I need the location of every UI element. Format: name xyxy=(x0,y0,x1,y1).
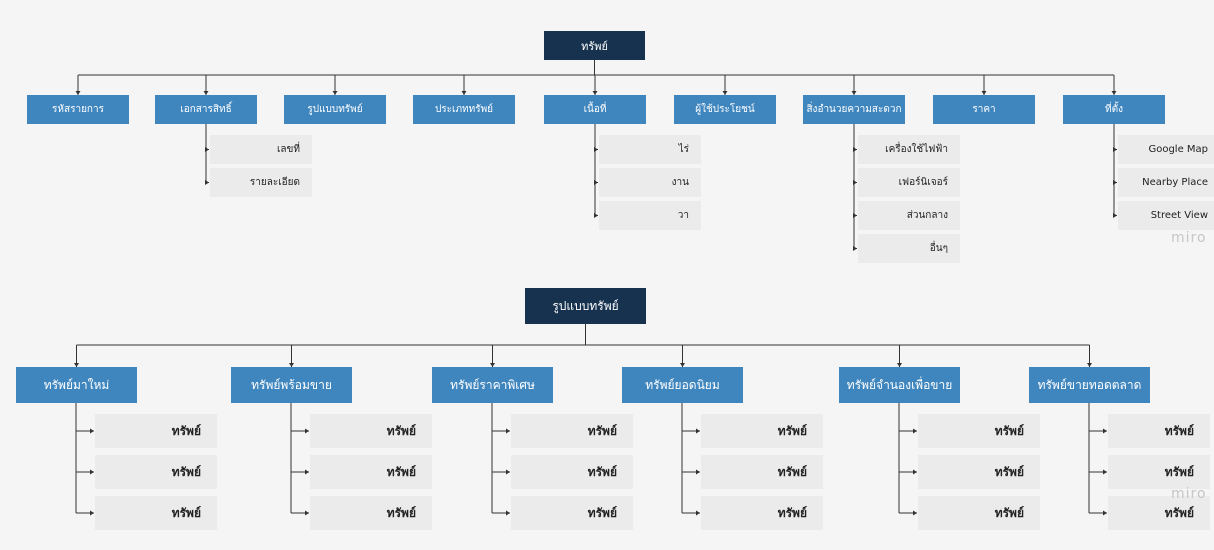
category-node[interactable]: เอกสารสิทธิ์ xyxy=(155,95,257,124)
arrowhead xyxy=(506,428,510,434)
category-node[interactable]: สิ่งอำนวยความสะดวก xyxy=(803,95,905,124)
category-node[interactable]: ผู้ใช้ประโยชน์ xyxy=(674,95,776,124)
leaf-node[interactable]: Google Map xyxy=(1118,135,1214,164)
leaf-node[interactable]: ทรัพย์ xyxy=(1108,414,1210,448)
arrowhead xyxy=(594,213,598,218)
leaf-node[interactable]: ทรัพย์ xyxy=(1108,496,1210,530)
leaf-node[interactable]: รายละเอียด xyxy=(210,168,312,197)
arrowhead xyxy=(506,510,510,516)
leaf-node[interactable]: ทรัพย์ xyxy=(95,455,217,489)
arrowhead xyxy=(1113,147,1117,152)
arrowhead xyxy=(205,180,209,185)
arrowhead xyxy=(897,363,902,367)
arrowhead xyxy=(696,428,700,434)
leaf-node[interactable]: เฟอร์นิเจอร์ xyxy=(858,168,960,197)
category-node[interactable]: ทรัพย์ขายทอดตลาด xyxy=(1029,367,1150,403)
arrowhead xyxy=(1103,469,1107,475)
arrowhead xyxy=(1111,91,1117,95)
arrowhead xyxy=(74,363,79,367)
category-node[interactable]: ทรัพย์ยอดนิยม xyxy=(622,367,743,403)
leaf-node[interactable]: ส่วนกลาง xyxy=(858,201,960,230)
arrowhead xyxy=(680,363,685,367)
leaf-node[interactable]: ทรัพย์ xyxy=(310,455,432,489)
arrowhead xyxy=(1113,180,1117,185)
category-node[interactable]: ทรัพย์ราคาพิเศษ xyxy=(432,367,553,403)
arrowhead xyxy=(853,147,857,152)
category-node[interactable]: รูปแบบทรัพย์ xyxy=(284,95,386,124)
leaf-node[interactable]: ทรัพย์ xyxy=(1108,455,1210,489)
category-node[interactable]: ราคา xyxy=(933,95,1035,124)
arrowhead xyxy=(913,428,917,434)
arrowhead xyxy=(461,91,467,95)
leaf-node[interactable]: Street View xyxy=(1118,201,1214,230)
category-node[interactable]: เนื้อที่ xyxy=(544,95,646,124)
category-node[interactable]: ประเภททรัพย์ xyxy=(413,95,515,124)
arrowhead xyxy=(305,510,309,516)
leaf-node[interactable]: ทรัพย์ xyxy=(701,496,823,530)
leaf-node[interactable]: วา xyxy=(599,201,701,230)
leaf-node[interactable]: ทรัพย์ xyxy=(511,455,633,489)
leaf-node[interactable]: ทรัพย์ xyxy=(918,414,1040,448)
category-node[interactable]: ทรัพย์จำนองเพื่อขาย xyxy=(839,367,960,403)
arrowhead xyxy=(305,469,309,475)
arrowhead xyxy=(203,91,209,95)
leaf-node[interactable]: ทรัพย์ xyxy=(701,455,823,489)
leaf-node[interactable]: เลขที่ xyxy=(210,135,312,164)
leaf-node[interactable]: ทรัพย์ xyxy=(95,414,217,448)
arrowhead xyxy=(305,428,309,434)
arrowhead xyxy=(696,510,700,516)
category-node[interactable]: ทรัพย์มาใหม่ xyxy=(16,367,137,403)
root-node[interactable]: รูปแบบทรัพย์ xyxy=(525,288,646,324)
arrowhead xyxy=(490,363,495,367)
arrowhead xyxy=(696,469,700,475)
arrowhead xyxy=(592,91,598,95)
leaf-node[interactable]: Nearby Place xyxy=(1118,168,1214,197)
leaf-node[interactable]: ทรัพย์ xyxy=(310,496,432,530)
arrowhead xyxy=(981,91,987,95)
arrowhead xyxy=(853,180,857,185)
arrowhead xyxy=(851,91,857,95)
leaf-node[interactable]: ทรัพย์ xyxy=(918,496,1040,530)
leaf-node[interactable]: ทรัพย์ xyxy=(918,455,1040,489)
category-node[interactable]: ที่ตั้ง xyxy=(1063,95,1165,124)
category-node[interactable]: ทรัพย์พร้อมขาย xyxy=(231,367,352,403)
leaf-node[interactable]: อื่นๆ xyxy=(858,234,960,263)
arrowhead xyxy=(853,213,857,218)
leaf-node[interactable]: ทรัพย์ xyxy=(310,414,432,448)
miro-watermark: miro xyxy=(1171,230,1207,246)
arrowhead xyxy=(594,180,598,185)
arrowhead xyxy=(722,91,728,95)
arrowhead xyxy=(90,510,94,516)
root-node[interactable]: ทรัพย์ xyxy=(544,31,645,60)
arrowhead xyxy=(205,147,209,152)
arrowhead xyxy=(1103,428,1107,434)
arrowhead xyxy=(1087,363,1092,367)
arrowhead xyxy=(506,469,510,475)
arrowhead xyxy=(594,147,598,152)
leaf-node[interactable]: ไร่ xyxy=(599,135,701,164)
arrowhead xyxy=(90,469,94,475)
leaf-node[interactable]: ทรัพย์ xyxy=(95,496,217,530)
arrowhead xyxy=(90,428,94,434)
arrowhead xyxy=(913,510,917,516)
leaf-node[interactable]: เครื่องใช้ไฟฟ้า xyxy=(858,135,960,164)
leaf-node[interactable]: งาน xyxy=(599,168,701,197)
arrowhead xyxy=(289,363,294,367)
arrowhead xyxy=(75,91,81,95)
arrowhead xyxy=(1113,213,1117,218)
miro-watermark: miro xyxy=(1171,486,1207,502)
leaf-node[interactable]: ทรัพย์ xyxy=(511,496,633,530)
category-node[interactable]: รหัสรายการ xyxy=(27,95,129,124)
arrowhead xyxy=(913,469,917,475)
arrowhead xyxy=(1103,510,1107,516)
leaf-node[interactable]: ทรัพย์ xyxy=(701,414,823,448)
arrowhead xyxy=(853,246,857,251)
arrowhead xyxy=(332,91,338,95)
leaf-node[interactable]: ทรัพย์ xyxy=(511,414,633,448)
